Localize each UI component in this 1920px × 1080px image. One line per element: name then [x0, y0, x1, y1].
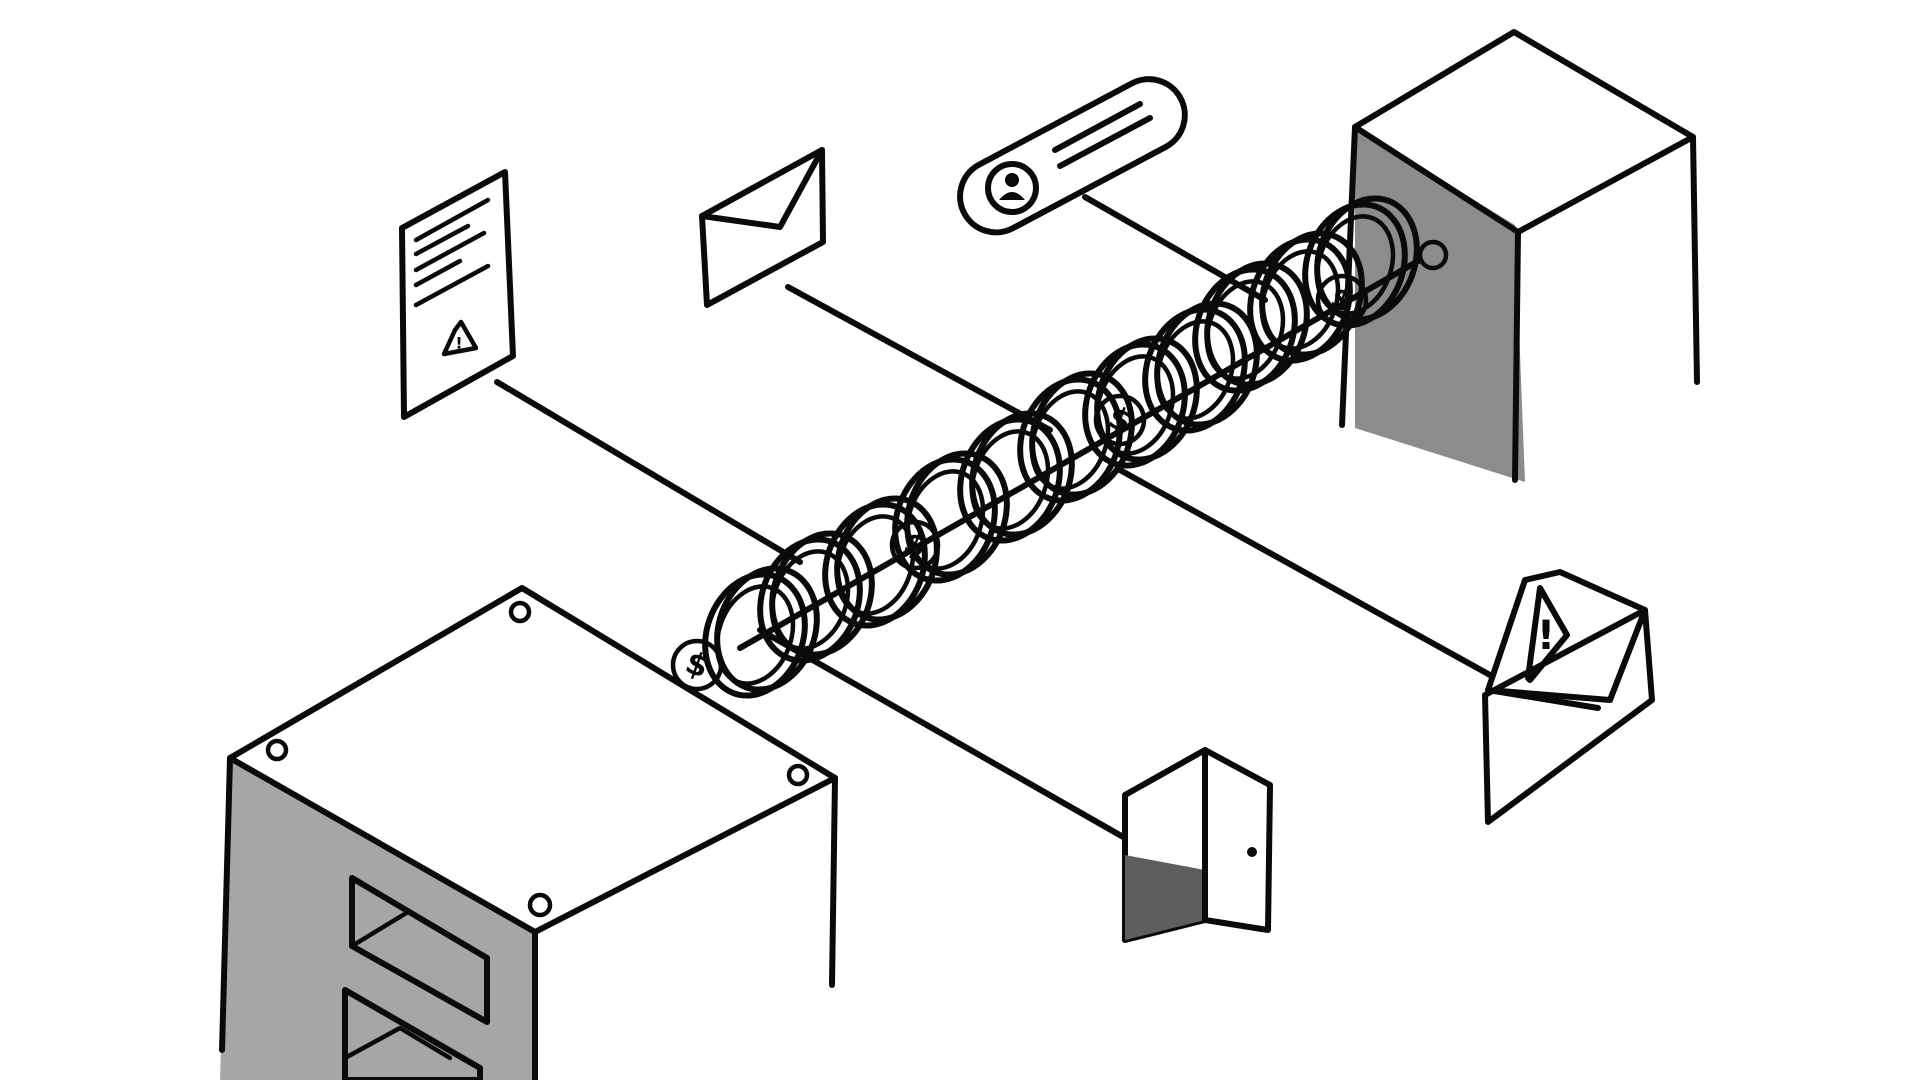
coin-ring [1017, 370, 1135, 504]
document-text-line [413, 197, 491, 243]
coin-ring [1082, 335, 1200, 469]
connector-line-profile [1082, 194, 1268, 303]
document-top-edge [399, 169, 508, 231]
envelope-alert-body [1482, 607, 1655, 825]
envelope-flap [699, 147, 825, 230]
open-door-icon [1122, 747, 1273, 943]
alert-triangle [1525, 585, 1570, 683]
ring-inner-opening [969, 429, 1051, 531]
door-knob [1247, 847, 1257, 857]
envelope-alert-edge [1485, 687, 1601, 711]
document-alert-icon: ! [399, 169, 516, 420]
server-mid-edge [1512, 229, 1521, 483]
ring-group [702, 195, 1420, 699]
coin-face [889, 519, 941, 571]
coin-face [670, 638, 724, 692]
coin-ring [892, 450, 1010, 584]
cabinet-right-edge [829, 775, 838, 988]
cabinet-bolt [527, 892, 553, 918]
ring-inner-opening [834, 514, 916, 616]
envelope-body [699, 147, 826, 308]
profile-avatar-body [999, 192, 1025, 200]
dollar-coin-icon: $ [670, 638, 724, 692]
cabinet-drawer-slot [342, 987, 483, 1080]
connector-line-envelope [785, 284, 1053, 433]
coin-currency-symbol: $ [681, 644, 714, 685]
coin-ring-tunnel-icon: $$$$ [670, 195, 1449, 699]
server-right-edge [1690, 134, 1700, 385]
ring-back-rim [1314, 195, 1420, 323]
document-text-line [413, 263, 491, 308]
profile-name-line [1052, 101, 1143, 153]
document-text-line [413, 230, 487, 273]
server-box-icon [1339, 29, 1700, 483]
alert-mark: ! [1537, 613, 1555, 659]
connector-line-document [494, 379, 803, 565]
server-front-shade [1355, 127, 1525, 482]
ring-connector-dot [1417, 239, 1449, 271]
ring-inner-opening [1094, 354, 1176, 456]
cabinet-bolt [786, 763, 810, 787]
cabinet-drawer-inner [349, 909, 490, 961]
connector-line-alert-mail [1117, 467, 1493, 678]
document-text-line [413, 223, 471, 257]
profile-detail-line [1057, 115, 1153, 169]
document-warning-triangle [441, 319, 479, 357]
envelope-alert-icon: ! [1482, 569, 1655, 825]
document-text-line [413, 258, 463, 288]
cabinet-left-edge [219, 755, 233, 1053]
door-floor-shadow [1125, 855, 1205, 940]
cabinet-front-shade [220, 758, 535, 1080]
ring-back-rim [1154, 300, 1260, 428]
connection-lines [494, 194, 1493, 841]
profile-avatar-frame [985, 161, 1039, 215]
envelope-alert-flap [1485, 569, 1648, 703]
coin-face [1315, 273, 1369, 327]
storage-cabinet-icon [219, 585, 838, 1080]
ring-front-rim [957, 416, 1063, 544]
document-warning-mark: ! [455, 334, 462, 353]
profile-card [957, 76, 1188, 236]
ring-inner-opening [1314, 214, 1396, 316]
envelope-icon [699, 147, 826, 308]
coin-face [1093, 393, 1147, 447]
cabinet-bolt [508, 600, 532, 624]
cabinet-drawer-inner [342, 1025, 453, 1061]
user-profile-card-icon [957, 76, 1188, 236]
profile-avatar-head [1005, 173, 1019, 187]
cabinet-bolt [265, 738, 289, 762]
connector-line-door [757, 627, 1128, 841]
door-panel [1202, 747, 1273, 933]
